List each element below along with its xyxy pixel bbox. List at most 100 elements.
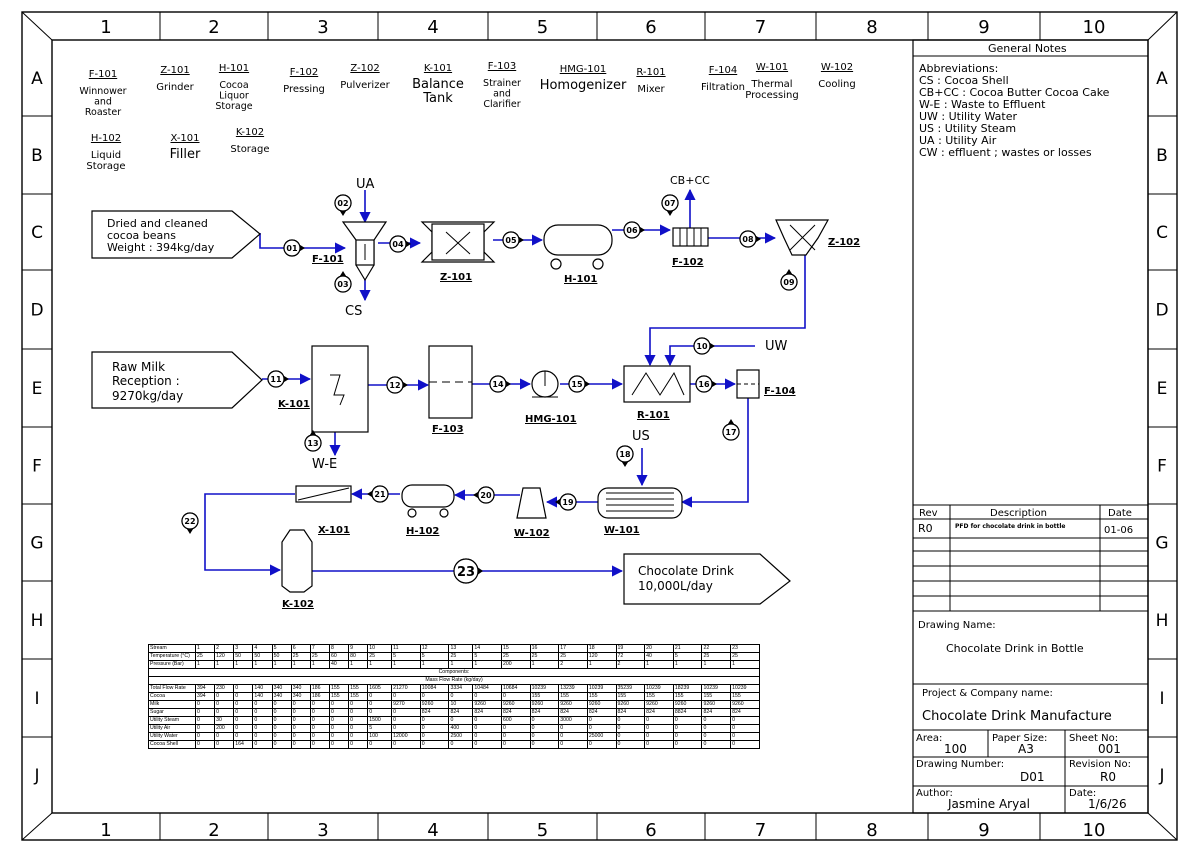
stream-09: 09 bbox=[780, 269, 798, 291]
stream-12: 12 bbox=[386, 376, 408, 394]
desc-header: Description bbox=[990, 508, 1047, 519]
company-name: Chocolate Drink Manufacture bbox=[922, 709, 1112, 724]
table-cell: 1605 bbox=[367, 684, 393, 693]
table-cell: 155 bbox=[730, 692, 760, 701]
table-cell: 0 bbox=[271, 708, 292, 717]
table-cell: 8824 bbox=[672, 708, 703, 717]
table-cell: 155 bbox=[328, 692, 350, 701]
table-cell: 0 bbox=[290, 724, 311, 733]
table-cell: 14 bbox=[472, 644, 502, 653]
table-cell: 1500 bbox=[367, 716, 393, 725]
table-cell: 0 bbox=[252, 716, 273, 725]
table-cell: 155 bbox=[348, 692, 369, 701]
stream-04: 04 bbox=[389, 235, 411, 253]
table-cell: Sugar bbox=[148, 708, 196, 717]
legend-name: Grinder bbox=[156, 82, 194, 93]
table-cell: 0 bbox=[252, 732, 273, 741]
table-cell: 0 bbox=[500, 724, 531, 733]
milk-line-3: 9270kg/day bbox=[112, 389, 183, 403]
table-cell: 1 bbox=[586, 660, 617, 669]
table-cell: 0 bbox=[419, 724, 450, 733]
tag-x101: X-101 bbox=[318, 525, 350, 536]
table-cell: 1 bbox=[271, 660, 292, 669]
table-cell: 0 bbox=[644, 732, 674, 741]
stream-label: 11 bbox=[270, 375, 282, 384]
table-cell: 0 bbox=[233, 692, 254, 701]
note-line: W-E : Waste to Effluent bbox=[919, 98, 1046, 111]
table-cell: 0 bbox=[529, 732, 560, 741]
table-cell: 186 bbox=[309, 692, 330, 701]
table-cell: 0 bbox=[194, 700, 216, 709]
grid-row-label: H bbox=[1156, 611, 1169, 631]
table-cell: 0 bbox=[194, 724, 216, 733]
table-cell: 30 bbox=[214, 716, 235, 725]
table-cell: 0 bbox=[194, 732, 216, 741]
table-cell: 50 bbox=[252, 652, 273, 661]
table-cell: 0 bbox=[214, 740, 235, 749]
table-cell: 0 bbox=[194, 708, 216, 717]
table-cell: 0 bbox=[348, 716, 369, 725]
author-value: Jasmine Aryal bbox=[947, 797, 1030, 811]
stream-label: 09 bbox=[783, 278, 795, 287]
dwgno-label: Drawing Number: bbox=[916, 759, 1004, 770]
stream-label: 06 bbox=[626, 226, 638, 235]
stream-05: 05 bbox=[502, 231, 524, 249]
table-cell: 12000 bbox=[391, 732, 421, 741]
stream-label: 01 bbox=[286, 244, 298, 253]
area-label: Area: bbox=[916, 733, 942, 744]
table-cell: 0 bbox=[586, 740, 617, 749]
tag-k102: K-102 bbox=[282, 599, 314, 610]
table-cell: 0 bbox=[290, 740, 311, 749]
table-cell: 0 bbox=[615, 716, 646, 725]
note-line: UA : Utility Air bbox=[919, 134, 997, 147]
table-cell: 10084 bbox=[419, 684, 450, 693]
author-label: Author: bbox=[916, 788, 953, 799]
table-cell: 0 bbox=[730, 716, 760, 725]
grid-col-label: 9 bbox=[978, 820, 989, 841]
table-cell: 0 bbox=[233, 716, 254, 725]
table-cell: 10239 bbox=[644, 684, 674, 693]
grid-col-label: 4 bbox=[427, 820, 438, 841]
tag-k101: K-101 bbox=[278, 399, 310, 410]
legend-tag: F-101 bbox=[89, 69, 117, 80]
table-cell: Temperature (°C) bbox=[148, 652, 196, 661]
table-cell: 0 bbox=[328, 708, 350, 717]
table-cell: 824 bbox=[448, 708, 474, 717]
grid-col-label: 1 bbox=[100, 820, 111, 841]
table-cell: 3334 bbox=[448, 684, 474, 693]
note-line: CS : Cocoa Shell bbox=[919, 74, 1009, 87]
grinder-z101 bbox=[420, 221, 496, 263]
grid-row-label: I bbox=[34, 689, 39, 709]
table-cell: 0 bbox=[309, 708, 330, 717]
grid-row-label: C bbox=[1156, 223, 1168, 243]
table-cell: 50 bbox=[271, 652, 292, 661]
table-cell: 0 bbox=[730, 740, 760, 749]
table-cell: 0 bbox=[615, 740, 646, 749]
table-cell: 824 bbox=[701, 708, 732, 717]
table-cell: 18239 bbox=[672, 684, 703, 693]
table-cell: Cocoa bbox=[148, 692, 196, 701]
drawing-name: Chocolate Drink in Bottle bbox=[946, 642, 1084, 655]
stream-21: 21 bbox=[367, 485, 389, 503]
we-label: W-E bbox=[312, 457, 337, 472]
paper-label: Paper Size: bbox=[992, 733, 1047, 744]
grid-col-label: 3 bbox=[317, 17, 328, 38]
table-cell: 0 bbox=[701, 724, 732, 733]
legend-name: Pressing bbox=[283, 84, 325, 95]
table-cell: 0 bbox=[391, 692, 421, 701]
legend-tag: W-102 bbox=[821, 62, 853, 73]
table-cell: 10239 bbox=[529, 684, 560, 693]
table-cell: 25 bbox=[701, 652, 732, 661]
table-cell: 0 bbox=[529, 716, 560, 725]
stream-label: 04 bbox=[392, 240, 404, 249]
sheet-label: Sheet No: bbox=[1069, 733, 1118, 744]
legend-tag: K-102 bbox=[236, 127, 264, 138]
storage-h101 bbox=[543, 224, 613, 270]
mixer-r101 bbox=[623, 365, 691, 403]
ua-label: UA bbox=[356, 177, 375, 192]
grid-col-label: 8 bbox=[866, 17, 877, 38]
stream-label: 15 bbox=[571, 380, 583, 389]
